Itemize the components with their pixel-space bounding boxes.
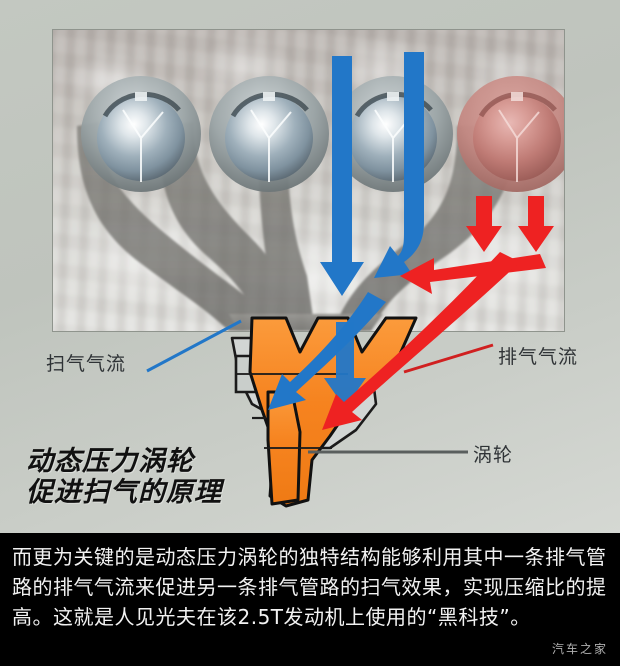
label-turbo: 涡轮 [473,444,514,466]
engine-photo-frame [52,29,565,332]
engine-photo [53,30,564,331]
figure-headline: 动态压力涡轮 促进扫气的原理 [26,446,222,508]
cylinder-3 [333,76,453,192]
cylinder-1 [81,76,201,192]
caption-paragraph: 而更为关键的是动态压力涡轮的独特结构能够利用其中一条排气管路的排气气流来促进另一… [12,545,607,629]
site-watermark: 汽车之家 [551,642,608,656]
cylinder-4-hot [457,76,564,192]
exhaust-manifold-runners [77,76,564,331]
label-scavenge-flow: 扫气气流 [46,353,127,375]
cylinder-2 [209,76,329,192]
illustration-panel: 扫气气流 排气气流 涡轮 动态压力涡轮 促进扫气的原理 [0,0,620,533]
turbo-assembly [230,316,418,508]
figure-headline-line-2: 促进扫气的原理 [26,477,222,508]
caption-block: 而更为关键的是动态压力涡轮的独特结构能够利用其中一条排气管路的排气气流来促进另一… [0,533,620,666]
label-exhaust-flow: 排气气流 [498,346,579,368]
exhaust-callout-line [403,343,494,374]
figure-headline-line-1: 动态压力涡轮 [26,446,194,477]
